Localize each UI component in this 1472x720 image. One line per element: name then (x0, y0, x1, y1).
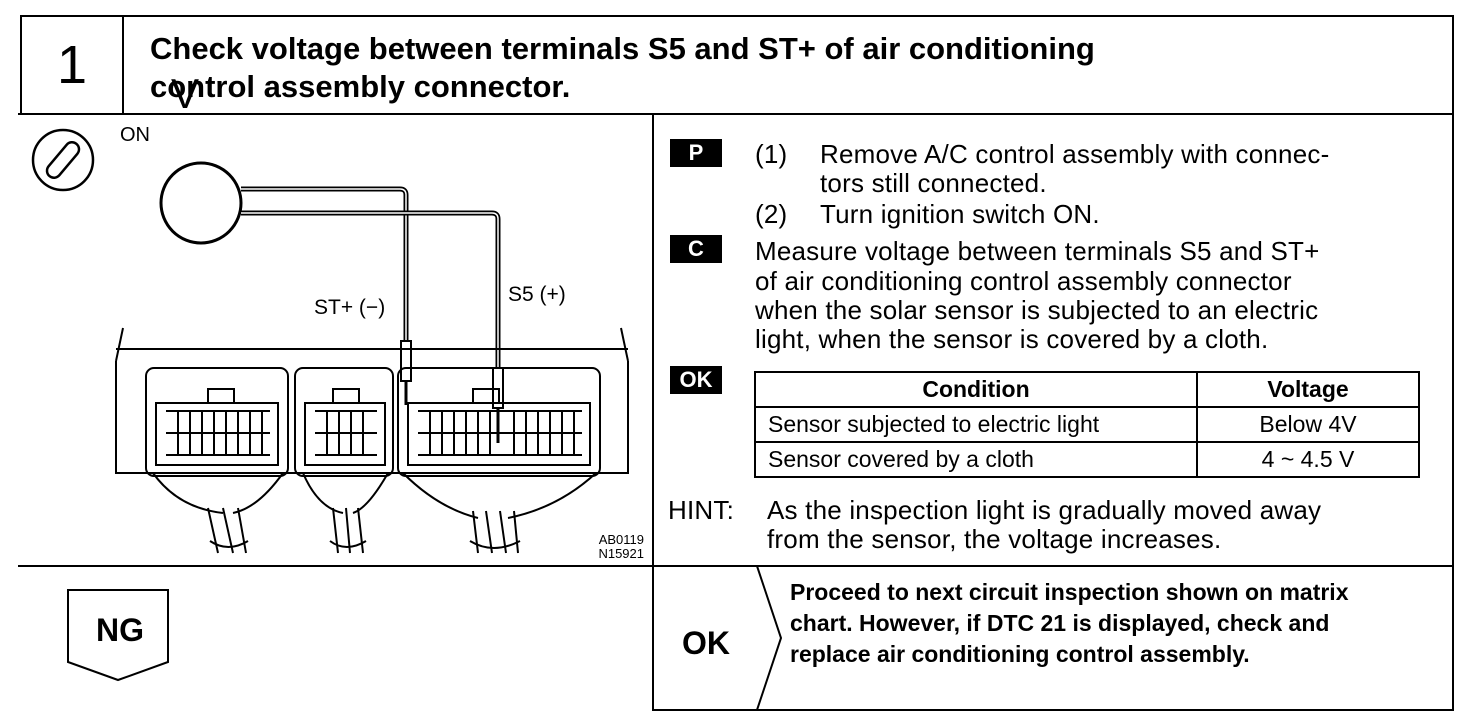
table-header-row: Condition Voltage (754, 371, 1420, 408)
condition-cell: Sensor subjected to electric light (754, 406, 1198, 443)
condition-cell: Sensor covered by a cloth (754, 441, 1198, 478)
figure-code: AB0119 N15921 (598, 532, 644, 561)
step1-number: (1) (755, 139, 788, 169)
step-title: Check voltage between terminals S5 and S… (150, 31, 1095, 104)
table-row: Sensor covered by a cloth 4 ~ 4.5 V (754, 441, 1420, 478)
step2-text: Turn ignition switch ON. (820, 199, 1100, 229)
table-row: Sensor subjected to electric light Below… (754, 406, 1420, 443)
ignition-key-icon (31, 128, 95, 192)
connector-icon (115, 327, 629, 554)
measure-line2: of air conditioning control assembly con… (755, 266, 1292, 296)
voltage-cell: 4 ~ 4.5 V (1196, 441, 1420, 478)
badge-p: P (670, 139, 722, 167)
step-number-box: 1 (20, 15, 124, 115)
ok-label: OK (682, 625, 730, 661)
ok-divider-chevron (756, 566, 783, 710)
voltmeter-label: V (171, 70, 200, 117)
ok-result-box (652, 565, 1454, 711)
ok-instruction: Proceed to next circuit inspection shown… (790, 579, 1349, 667)
title-box (122, 15, 1454, 115)
step2-number: (2) (755, 199, 788, 229)
measure-line3: when the solar sensor is subjected to an… (755, 295, 1319, 325)
hint-line1: As the inspection light is gradually mov… (767, 495, 1322, 525)
header-voltage: Voltage (1196, 371, 1420, 408)
diagram-panel (18, 113, 654, 567)
probe-positive-label: S5 (+) (508, 283, 566, 306)
badge-c: C (670, 235, 722, 263)
voltage-cell: Below 4V (1196, 406, 1420, 443)
ignition-on-label: ON (120, 124, 150, 146)
hint-label: HINT: (668, 495, 734, 525)
ng-label: NG (96, 612, 144, 648)
wiring-diagram (31, 128, 629, 554)
probe-negative-label: ST+ (−) (314, 296, 386, 319)
step1-line2: tors still connected. (820, 168, 1047, 198)
badge-ok: OK (670, 366, 722, 394)
step-number: 1 (56, 35, 88, 95)
header-condition: Condition (754, 371, 1198, 408)
step1-line1: Remove A/C control assembly with connec- (820, 139, 1330, 169)
voltmeter-icon (159, 161, 243, 245)
measure-line1: Measure voltage between terminals S5 and… (755, 236, 1320, 266)
ng-arrow-box (67, 589, 169, 682)
hint-line2: from the sensor, the voltage increases. (767, 524, 1222, 554)
measure-line4: light, when the sensor is covered by a c… (755, 324, 1269, 354)
voltage-table: Condition Voltage Sensor subjected to el… (754, 371, 1420, 478)
